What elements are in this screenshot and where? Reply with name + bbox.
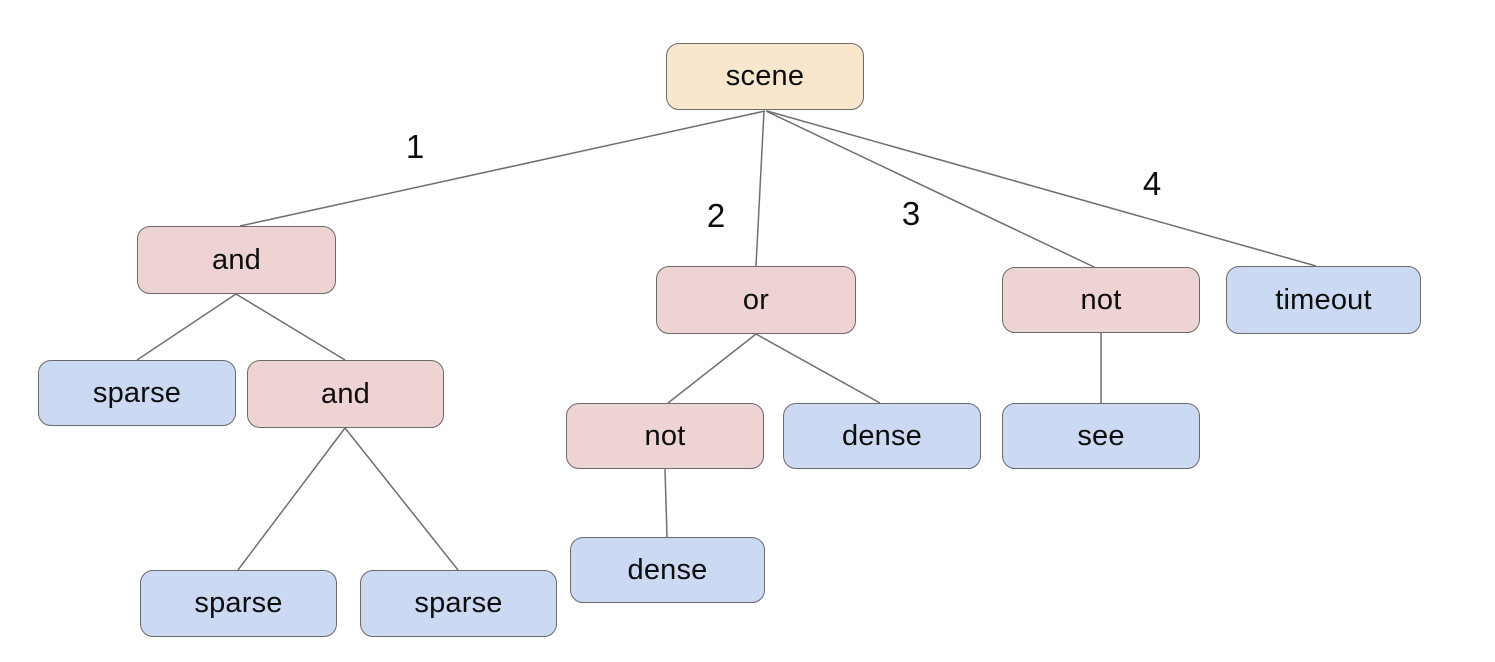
edge-not2-dense2 [664,468,668,538]
node-dense: dense [783,403,981,469]
edge-and2-sparse2 [237,427,346,571]
node-not: not [1002,267,1200,333]
edge-scene-or [755,110,765,267]
edge-and2-sparse3 [344,427,459,571]
edge-or-dense [755,333,881,404]
edge-scene-and [239,110,766,227]
node-sparse-2: sparse [140,570,337,637]
node-dense-2: dense [570,537,765,603]
edge-label-4: 4 [1142,165,1162,202]
edge-and-sparse [136,293,237,361]
edge-scene-timeout [766,110,1317,267]
node-or: or [656,266,856,334]
edge-and-and2 [235,293,346,361]
edge-or-not2 [667,333,757,404]
edge-label-2: 2 [706,197,726,234]
edge-scene-not [765,110,1095,268]
node-and: and [137,226,336,294]
node-and-2: and [247,360,444,428]
node-scene: scene [666,43,864,110]
node-timeout: timeout [1226,266,1421,334]
node-not-2: not [566,403,764,469]
node-see: see [1002,403,1200,469]
node-sparse: sparse [38,360,236,426]
edge-label-3: 3 [901,195,921,232]
node-sparse-3: sparse [360,570,557,637]
edge-label-1: 1 [405,128,425,165]
